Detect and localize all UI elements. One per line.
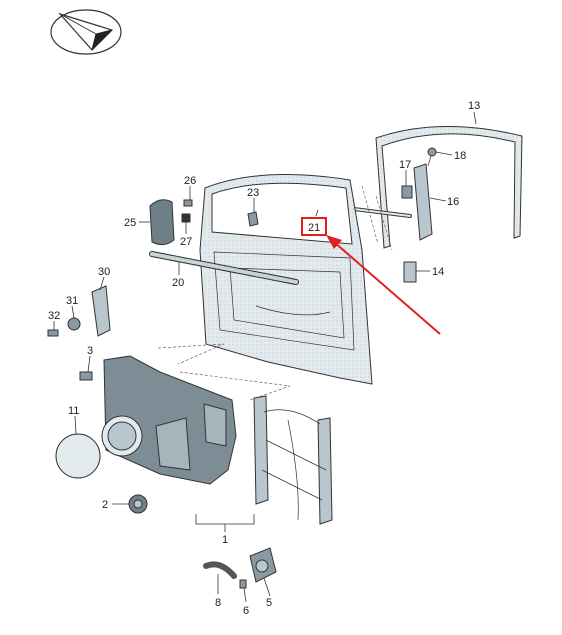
callout-1: 1 xyxy=(222,534,228,546)
callout-16: 16 xyxy=(447,196,459,208)
handle-screw xyxy=(183,199,193,207)
callout-21: 21 xyxy=(308,222,320,234)
window-channel xyxy=(413,163,433,241)
handle-clip xyxy=(181,213,191,223)
assembly-guides xyxy=(157,343,291,401)
callout-3: 3 xyxy=(87,345,93,357)
callout-20: 20 xyxy=(172,277,184,289)
trim-part xyxy=(403,261,417,283)
clip-part xyxy=(401,185,413,199)
callout-5: 5 xyxy=(266,597,272,609)
callout-18: 18 xyxy=(454,150,466,162)
screw-part-6 xyxy=(239,579,247,589)
door-seal-strip xyxy=(149,251,299,285)
leader-lines xyxy=(53,111,477,603)
bracket-part xyxy=(91,285,111,337)
door-bolt xyxy=(247,211,259,227)
callout-27: 27 xyxy=(180,236,192,248)
callout-6: 6 xyxy=(243,605,249,617)
callout-26: 26 xyxy=(184,175,196,187)
red-arrow-icon xyxy=(326,235,441,335)
screw-part xyxy=(427,147,437,167)
grommet-part xyxy=(128,494,148,514)
callout-13: 13 xyxy=(468,100,480,112)
callout-11: 11 xyxy=(68,405,79,417)
callout-32: 32 xyxy=(48,310,60,322)
speaker-cover xyxy=(55,433,101,479)
window-regulator xyxy=(253,395,333,525)
callout-23: 23 xyxy=(247,187,259,199)
door-handle xyxy=(149,199,175,246)
callout-2: 2 xyxy=(102,499,108,511)
callout-31: 31 xyxy=(66,295,78,307)
callout-25: 25 xyxy=(124,217,136,229)
screw-part-3 xyxy=(79,371,93,381)
callout-17: 17 xyxy=(399,159,411,171)
callout-14: 14 xyxy=(432,266,444,278)
highlighted-callout-21: 21 xyxy=(301,217,327,236)
callout-8: 8 xyxy=(215,597,221,609)
nut-part xyxy=(67,317,81,331)
paper-plane-logo-icon xyxy=(50,9,122,55)
window-frame-seal xyxy=(375,125,523,249)
regulator-motor xyxy=(249,547,277,583)
crank-handle xyxy=(203,561,237,579)
highlight-box xyxy=(301,217,327,236)
screw-part-32 xyxy=(47,329,59,337)
callout-30: 30 xyxy=(98,266,110,278)
door-module-panel xyxy=(101,355,237,485)
group-bracket xyxy=(195,514,255,525)
callout-labels: 13 18 17 16 26 23 25 27 14 20 30 31 32 3… xyxy=(48,100,480,617)
